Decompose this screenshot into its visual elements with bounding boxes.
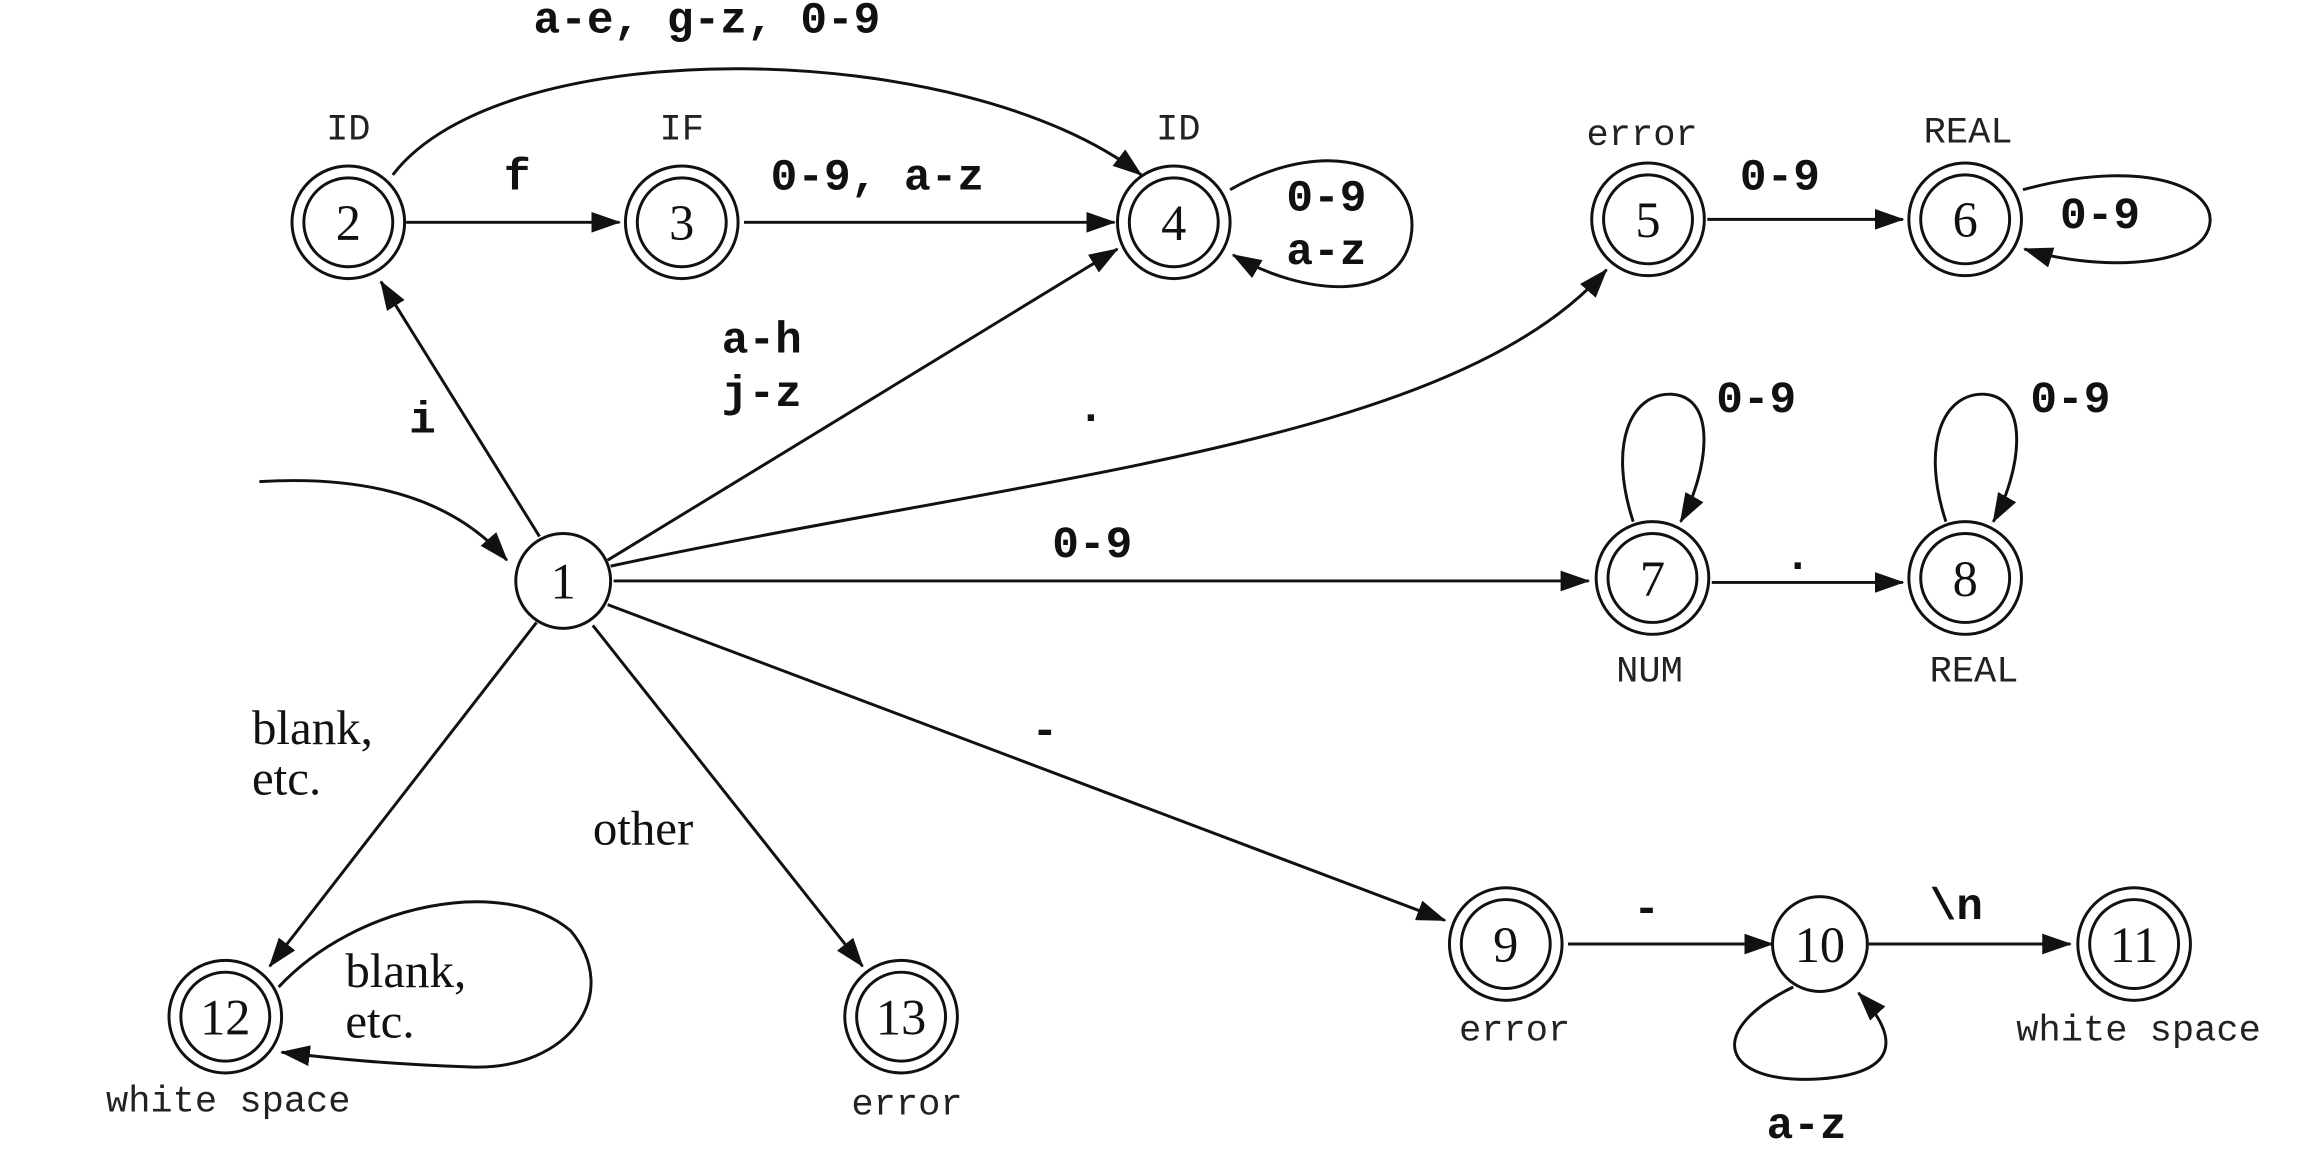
svg-text:12: 12 (200, 989, 250, 1045)
edge-1-13 (591, 624, 864, 968)
svg-text:1: 1 (551, 554, 576, 610)
edge-label: 0-9 (1286, 174, 1366, 224)
edge-8-8 (1933, 392, 2019, 523)
start-arrow (259, 479, 509, 562)
edge-1-12 (268, 621, 538, 968)
edge-1-2 (379, 280, 541, 538)
token-label: error (851, 1084, 962, 1126)
state-11: 11 white space (2016, 886, 2261, 1052)
edge-label: 0-9 (1740, 154, 1820, 204)
edge-4-4 (1229, 159, 1414, 289)
svg-text:3: 3 (669, 195, 694, 251)
edge-label: etc. (345, 993, 414, 1048)
token-label: white space (2016, 1010, 2261, 1052)
edge-1-5 (610, 268, 1608, 568)
state-3: 3 IF (623, 109, 740, 281)
edge-label: etc. (252, 750, 321, 805)
token-label: error (1587, 115, 1698, 157)
svg-text:6: 6 (1953, 192, 1978, 248)
state-5: 5 error (1587, 115, 1706, 278)
edge-10-10 (1733, 985, 1888, 1081)
edge-label: j-z (722, 370, 802, 420)
edge-label: - (1633, 886, 1660, 936)
state-12: 12 white space (106, 958, 351, 1124)
edge-label: a-e, g-z, 0-9 (534, 0, 881, 47)
state-9: 9 error (1447, 886, 1570, 1052)
edge-label: 0-9 (2060, 192, 2140, 242)
state-2: 2 ID (290, 109, 407, 281)
edge-label: i (409, 397, 436, 447)
state-13: 13 error (843, 958, 963, 1126)
svg-text:10: 10 (1795, 917, 1845, 973)
edge-label: - (1032, 708, 1059, 758)
edge-label: 0-9 (1716, 376, 1796, 426)
token-label: ID (326, 109, 370, 151)
edge-12-12 (277, 900, 593, 1069)
svg-text:8: 8 (1953, 551, 1978, 607)
state-1: 1 (514, 532, 613, 630)
edge-label: other (593, 801, 693, 856)
token-label: ID (1156, 109, 1200, 151)
edge-1-9 (607, 603, 1447, 922)
svg-text:2: 2 (336, 195, 361, 251)
svg-text:11: 11 (2110, 917, 2159, 973)
state-4: 4 ID (1115, 109, 1232, 281)
edge-label: blank, (252, 700, 373, 755)
edge-label: 0-9 (2030, 376, 2110, 426)
edge-label: a-h (722, 317, 802, 367)
edge-label: . (1077, 385, 1104, 435)
edge-6-6 (2022, 174, 2212, 268)
svg-text:5: 5 (1635, 192, 1660, 248)
token-label: NUM (1616, 652, 1683, 694)
edge-label: blank, (345, 943, 466, 998)
edge-label: f (504, 154, 531, 204)
edge-1-4 (606, 247, 1119, 562)
token-label: error (1459, 1010, 1570, 1052)
edge-label: a-z (1767, 1102, 1847, 1152)
edge-label: \n (1930, 883, 1983, 933)
edge-2-4 (391, 67, 1143, 177)
token-label: IF (660, 109, 704, 151)
state-6: 6 REAL (1907, 112, 2023, 278)
token-label: REAL (1924, 112, 2013, 154)
edge-label: a-z (1286, 228, 1366, 278)
edge-label: . (1784, 533, 1811, 583)
token-label: white space (106, 1082, 351, 1124)
edge-7-7 (1621, 392, 1706, 523)
svg-text:7: 7 (1640, 551, 1665, 607)
state-10: 10 (1771, 895, 1869, 993)
svg-text:13: 13 (876, 989, 926, 1045)
token-label: REAL (1930, 652, 2019, 694)
edge-label: 0-9 (1052, 521, 1132, 571)
svg-text:9: 9 (1493, 917, 1518, 973)
edge-label: 0-9, a-z (771, 154, 984, 204)
svg-text:4: 4 (1161, 195, 1186, 251)
